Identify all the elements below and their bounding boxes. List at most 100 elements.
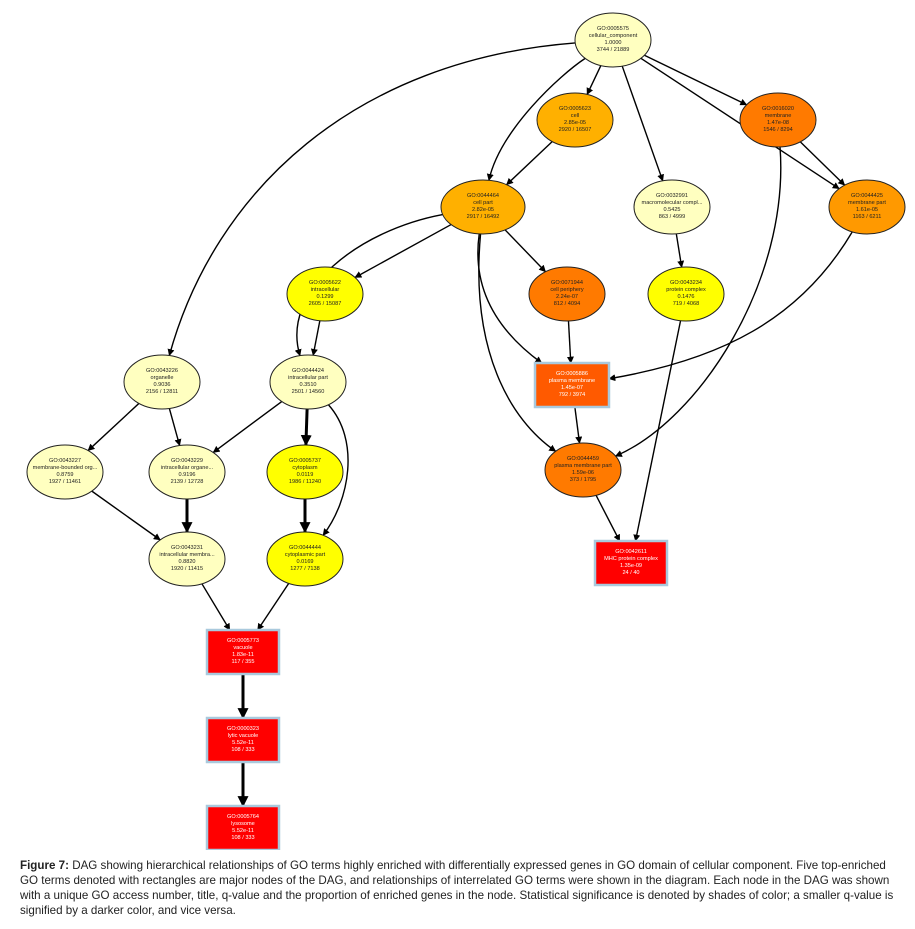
node-line-3: 863 / 4999: [659, 214, 685, 220]
edge-n44444-to-n5773: [257, 583, 290, 631]
node-line-0: GO:0044444: [289, 545, 321, 551]
node-line-2: 0.1299: [316, 294, 333, 300]
edge-n44424-to-n43229: [212, 400, 283, 454]
node-line-1: cell: [571, 113, 579, 119]
caption-label: Figure 7:: [20, 859, 69, 872]
edge-n43226-to-n43227: [87, 402, 140, 452]
node-ellipse: [286, 266, 364, 322]
edge-n71944-to-n5886: [566, 320, 574, 364]
node-ellipse: [440, 179, 526, 235]
node-line-2: 1.61e-05: [856, 207, 878, 213]
node-line-3: 1163 / 6211: [853, 214, 882, 220]
node-line-1: organelle: [150, 375, 173, 381]
node-rect: [205, 804, 281, 850]
node-line-1: membrane: [765, 113, 792, 119]
node-ellipse: [544, 442, 622, 498]
node-rect: [205, 716, 281, 764]
node-line-2: 1.59e-06: [572, 470, 594, 476]
node-ellipse: [123, 354, 201, 410]
node-line-0: GO:0043234: [670, 280, 702, 286]
node-line-0: GO:0000323: [227, 726, 259, 732]
node-line-2: 0.9196: [178, 472, 195, 478]
node-line-0: GO:0016020: [762, 106, 794, 112]
node-line-1: lysosome: [231, 821, 255, 827]
edge-n43231-to-n5773: [201, 583, 231, 631]
node-ellipse: [148, 531, 226, 587]
node-line-2: 2.85e-05: [564, 120, 586, 126]
figure-caption: Figure 7: DAG showing hierarchical relat…: [20, 858, 900, 918]
node-line-2: 0.0119: [297, 472, 314, 478]
node-ellipse: [739, 92, 817, 148]
dag-edges: [87, 42, 853, 808]
edge-n43234-to-n42611: [633, 320, 682, 542]
edge-n44464-to-n5622: [354, 223, 452, 279]
node-line-2: 0.0169: [296, 559, 313, 565]
edge-n44424-to-n5737: [300, 408, 312, 447]
node-line-1: cellular_component: [589, 33, 638, 39]
caption-text: DAG showing hierarchical relationships o…: [20, 859, 894, 917]
node-line-2: 2.24e-07: [556, 294, 578, 300]
node-line-1: cell periphery: [550, 287, 583, 293]
node-line-1: vacuole: [233, 645, 252, 651]
node-line-1: intracellular part: [288, 375, 328, 381]
node-line-3: 117 / 355: [232, 659, 255, 665]
node-line-0: GO:0043227: [49, 458, 81, 464]
node-line-3: 792 / 3974: [559, 392, 585, 398]
node-line-2: 1.45e-07: [561, 385, 583, 391]
node-ellipse: [647, 266, 725, 322]
node-line-3: 373 / 1795: [570, 477, 596, 483]
node-line-0: GO:0005622: [309, 280, 341, 286]
edge-n44424-to-n44444: [322, 404, 349, 536]
edge-n32991-to-n43234: [675, 233, 685, 268]
node-line-0: GO:0044459: [567, 456, 599, 462]
node-ellipse: [266, 444, 344, 500]
node-ellipse: [633, 179, 711, 235]
node-line-1: cell part: [473, 200, 493, 206]
node-line-0: GO:0043226: [146, 368, 178, 374]
node-line-3: 1546 / 8294: [763, 127, 793, 133]
node-line-2: 1.47e-08: [767, 120, 789, 126]
node-line-0: GO:0042611: [615, 549, 647, 555]
node-rect: [533, 361, 611, 409]
node-line-3: 812 / 4094: [554, 301, 580, 307]
node-line-0: GO:0032991: [656, 193, 688, 199]
node-line-2: 0.8820: [178, 559, 195, 565]
node-line-3: 2501 / 14560: [292, 389, 325, 395]
node-line-1: cytoplasmic part: [285, 552, 326, 558]
node-ellipse: [26, 444, 104, 500]
node-line-0: GO:0044464: [467, 193, 499, 199]
node-line-3: 3744 / 21889: [597, 47, 630, 53]
edge-n5622-to-n44424: [310, 320, 321, 356]
node-line-1: membrane part: [848, 200, 886, 206]
node-line-2: 2.82e-05: [472, 207, 494, 213]
edge-n44464-to-n71944: [504, 229, 547, 273]
node-line-1: lytic vacuole: [228, 733, 258, 739]
node-line-2: 0.5425: [663, 207, 680, 213]
node-line-0: GO:0005575: [597, 26, 629, 32]
node-line-3: 2917 / 16492: [467, 214, 500, 220]
node-ellipse: [269, 354, 347, 410]
edge-n5886-to-n44459: [574, 406, 583, 444]
node-line-3: 24 / 40: [622, 570, 639, 576]
node-ellipse: [536, 92, 614, 148]
edge-n5575-to-n44464: [486, 57, 586, 181]
node-line-3: 108 / 333: [231, 747, 254, 753]
node-line-2: 1.83e-11: [232, 652, 254, 658]
node-line-1: plasma membrane: [549, 378, 595, 384]
node-line-0: GO:0005737: [289, 458, 321, 464]
node-line-2: 5.52e-11: [232, 740, 254, 746]
node-line-1: plasma membrane part: [554, 463, 612, 469]
edge-n16020-to-n44459: [614, 146, 782, 457]
node-line-1: cytoplasm: [292, 465, 318, 471]
